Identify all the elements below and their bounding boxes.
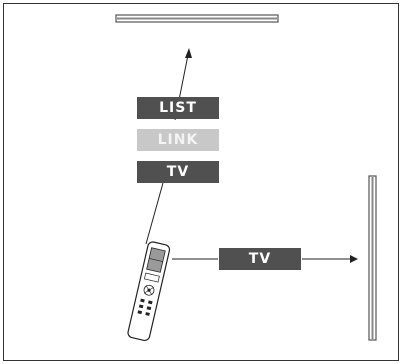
right-signal-arrow xyxy=(172,255,358,263)
right-speaker xyxy=(368,175,377,341)
tv-stack-label: TV xyxy=(137,161,219,183)
tv-side-label: TV xyxy=(219,248,301,270)
remote-control xyxy=(127,241,171,342)
link-label: LINK xyxy=(137,129,219,151)
diagram-frame xyxy=(3,3,399,361)
list-label: LIST xyxy=(137,97,219,119)
top-speaker xyxy=(115,14,279,23)
